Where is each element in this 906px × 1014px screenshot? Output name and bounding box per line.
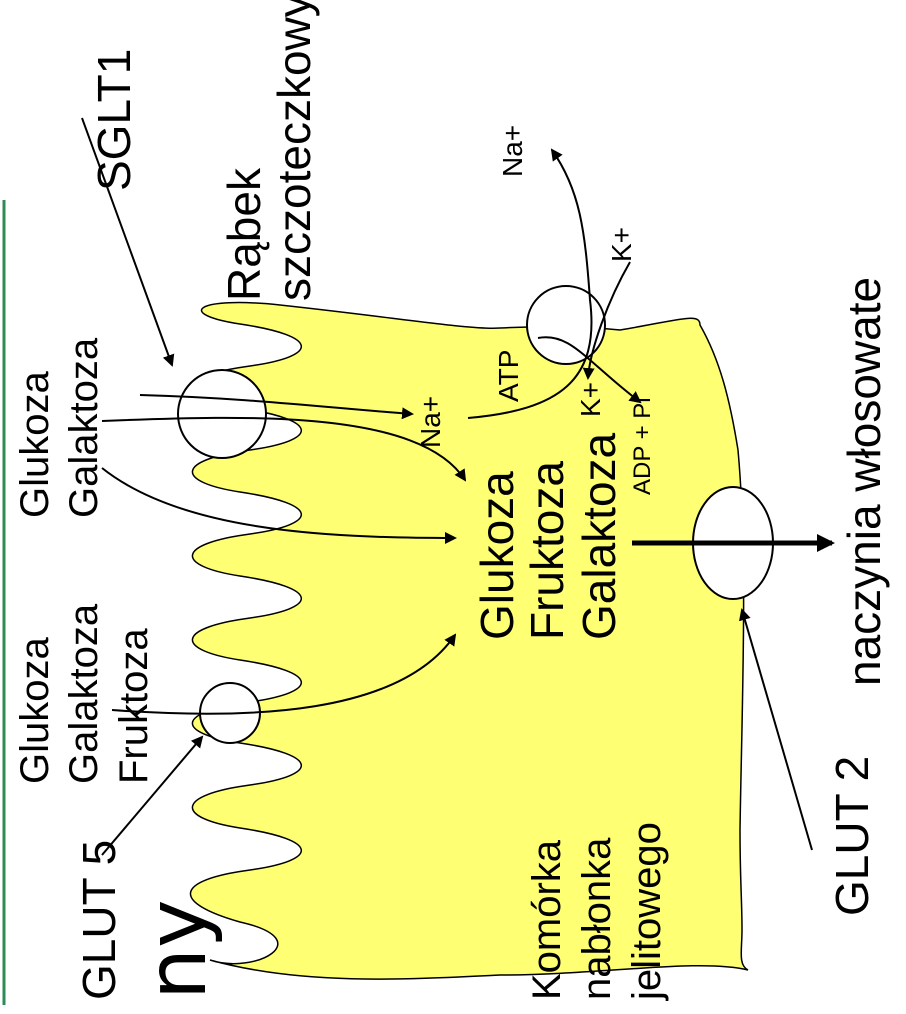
sglt1-transporter (178, 370, 266, 458)
adp-label: ADP + Pi (629, 397, 656, 495)
na-in-label: Na+ (415, 396, 446, 448)
glut2-pointer (742, 610, 812, 850)
cell-label-2: nabłonka (575, 837, 619, 1000)
glut5-substrate-galactose: Galaktoza (62, 603, 106, 784)
k-out-label: K+ (606, 227, 637, 262)
na-out-label: Na+ (497, 125, 528, 177)
sglt1-label: SGLT1 (88, 49, 140, 191)
glut5-substrate-fructose: Fruktoza (112, 628, 156, 784)
inner-sugar-fructose: Fruktoza (521, 461, 573, 640)
glut2-label: GLUT 2 (826, 756, 878, 916)
sglt1-substrate-galactose: Galaktoza (62, 337, 106, 518)
k-in-label: K+ (575, 382, 606, 417)
inner-sugar-galactose: Galaktoza (573, 432, 625, 640)
cell-label-3: jelitowego (625, 822, 669, 1001)
glut5-label: GLUT 5 (73, 840, 125, 1000)
atp-label: ATP (493, 350, 524, 402)
inner-sugar-glucose: Glukoza (471, 471, 523, 640)
cell-label-1: Komórka (525, 839, 569, 1000)
sglt1-substrate-glucose: Glukoza (13, 371, 57, 518)
title-fragment: ny (130, 900, 225, 1001)
brush-border-label-1: Rąbek (218, 167, 270, 301)
glut5-substrate-glucose: Glukoza (13, 637, 57, 784)
brush-border-label-2: szczoteczkowy (268, 0, 320, 301)
capillaries-label: naczynia włosowate (838, 277, 890, 686)
